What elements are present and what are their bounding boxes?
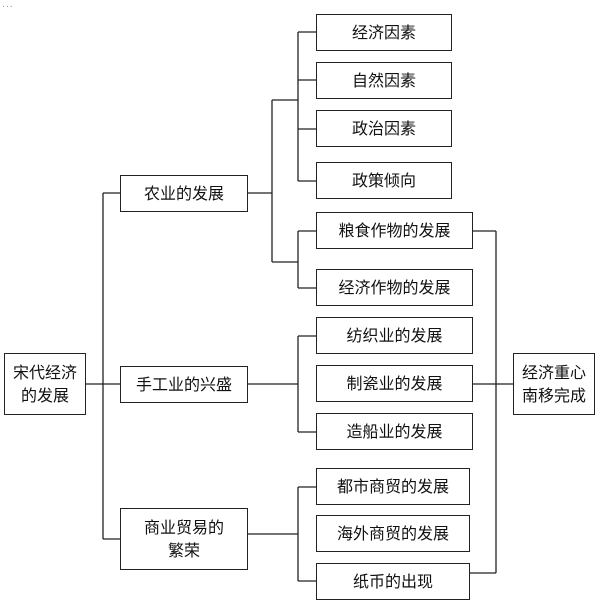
policy-tendency-label: 政策倾向 — [351, 170, 416, 190]
commerce-label: 商业贸易的 繁荣 — [143, 517, 224, 560]
node-porcelain: 制瓷业的发展 — [316, 365, 473, 402]
economic-factors-label: 经济因素 — [351, 22, 416, 42]
handicraft-label: 手工业的兴盛 — [135, 374, 232, 394]
node-political-factors: 政治因素 — [316, 110, 452, 147]
node-grain-crops: 粮食作物的发展 — [316, 212, 473, 249]
node-natural-factors: 自然因素 — [316, 62, 452, 99]
agriculture-label: 农业的发展 — [143, 183, 224, 203]
urban-trade-label: 都市商贸的发展 — [336, 476, 449, 496]
node-result: 经济重心 南移完成 — [513, 353, 595, 415]
node-agriculture: 农业的发展 — [120, 175, 248, 212]
node-economic-factors: 经济因素 — [316, 14, 452, 51]
node-paper-money: 纸币的出现 — [316, 563, 470, 600]
corner-mark: ... — [2, 0, 14, 10]
node-textile: 纺织业的发展 — [316, 317, 473, 354]
node-commerce: 商业贸易的 繁荣 — [120, 508, 248, 570]
node-cash-crops: 经济作物的发展 — [316, 269, 473, 306]
node-shipbuilding: 造船业的发展 — [316, 413, 473, 450]
node-root: 宋代经济 的发展 — [4, 353, 86, 415]
node-handicraft: 手工业的兴盛 — [120, 366, 248, 403]
cash-crops-label: 经济作物的发展 — [338, 277, 451, 297]
node-policy-tendency: 政策倾向 — [316, 162, 452, 199]
result-label: 经济重心 南移完成 — [521, 362, 586, 405]
root-label: 宋代经济 的发展 — [12, 362, 77, 405]
grain-crops-label: 粮食作物的发展 — [338, 220, 451, 240]
natural-factors-label: 自然因素 — [351, 70, 416, 90]
shipbuilding-label: 造船业的发展 — [346, 421, 443, 441]
node-urban-trade: 都市商贸的发展 — [316, 468, 470, 505]
political-factors-label: 政治因素 — [351, 118, 416, 138]
textile-label: 纺织业的发展 — [346, 325, 443, 345]
overseas-trade-label: 海外商贸的发展 — [336, 523, 449, 543]
porcelain-label: 制瓷业的发展 — [346, 373, 443, 393]
node-overseas-trade: 海外商贸的发展 — [316, 515, 470, 552]
paper-money-label: 纸币的出现 — [352, 571, 433, 591]
